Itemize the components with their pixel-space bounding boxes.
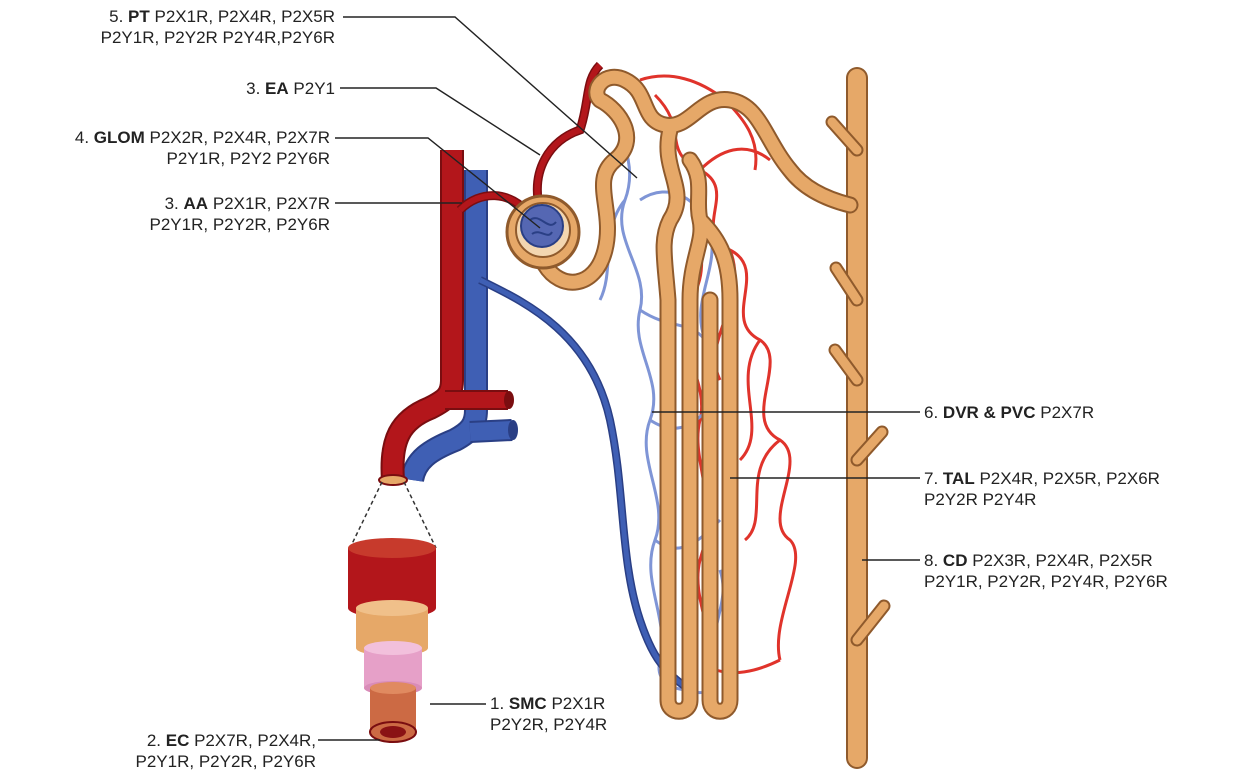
label-aa: 3. AA P2X1R, P2X7R P2Y1R, P2Y2R, P2Y6R bbox=[30, 193, 330, 235]
label-smc: 1. SMC P2X1R P2Y2R, P2Y4R bbox=[490, 693, 607, 735]
label-ea: 3. EA P2Y1 bbox=[130, 78, 335, 99]
label-tal: 7. TAL P2X4R, P2X5R, P2X6R P2Y2R P2Y4R bbox=[924, 468, 1160, 510]
vessel-cross-section bbox=[348, 482, 436, 742]
label-ec: 2. EC P2X7R, P2X4R, P2Y1R, P2Y2R, P2Y6R bbox=[30, 730, 316, 772]
label-glom: 4. GLOM P2X2R, P2X4R, P2X7R P2Y1R, P2Y2 … bbox=[30, 127, 330, 169]
nephron-tubule bbox=[507, 77, 850, 711]
label-pt: 5. PT P2X1R, P2X4R, P2X5R P2Y1R, P2Y2R P… bbox=[30, 6, 335, 48]
collecting-duct bbox=[832, 78, 884, 758]
label-cd: 8. CD P2X3R, P2X4R, P2X5R P2Y1R, P2Y2R, … bbox=[924, 550, 1168, 592]
glomerulus bbox=[521, 205, 563, 247]
label-dvr-pvc: 6. DVR & PVC P2X7R bbox=[924, 402, 1094, 423]
